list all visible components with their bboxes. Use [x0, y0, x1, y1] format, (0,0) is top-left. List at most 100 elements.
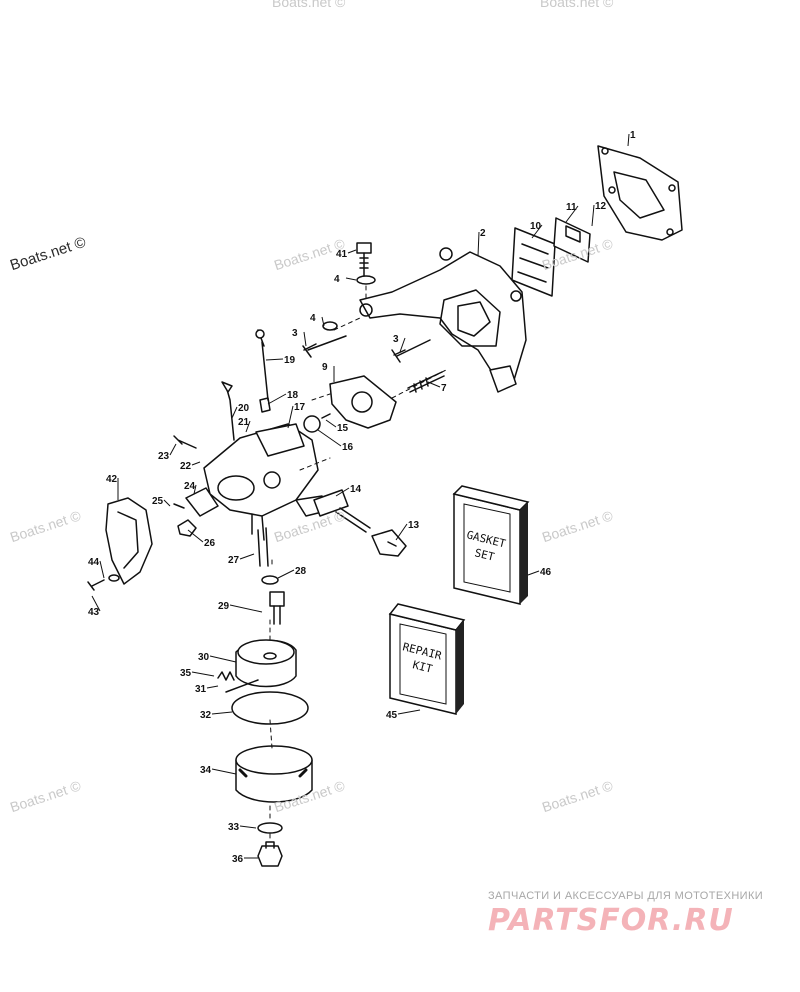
callout-25: 25	[152, 496, 164, 507]
part-42-bracket	[105, 497, 153, 585]
leader-line-22	[191, 461, 201, 466]
callout-4: 4	[334, 274, 340, 285]
leader-line-35	[191, 671, 215, 677]
leader-line-12	[591, 204, 595, 227]
callout-16: 16	[342, 442, 354, 453]
leader-line-21	[245, 420, 251, 433]
part-10-11-reed	[511, 217, 591, 297]
leader-line-45	[397, 709, 421, 715]
leader-line-29	[229, 604, 263, 613]
leader-line-16	[317, 429, 342, 447]
part-27-tube	[257, 527, 269, 567]
callout-27: 27	[228, 555, 240, 566]
leader-line-24	[193, 484, 197, 495]
leader-line-20	[231, 406, 238, 419]
callout-34: 34	[200, 765, 212, 776]
leader-line-43	[91, 595, 101, 612]
callout-10: 10	[530, 221, 542, 232]
callout-21: 21	[238, 417, 250, 428]
watermark-top-right: Boats.net ©	[540, 0, 614, 10]
part-31-pin	[225, 679, 259, 693]
part-28-washer	[261, 575, 279, 585]
part-14-needle	[313, 489, 371, 533]
leader-line-13	[395, 523, 408, 541]
leader-line-33	[239, 825, 257, 829]
callout-44: 44	[88, 557, 100, 568]
callout-28: 28	[295, 566, 307, 577]
part-13-knob	[371, 529, 407, 557]
callout-30: 30	[198, 652, 210, 663]
callout-33: 33	[228, 822, 240, 833]
leader-line-25	[163, 499, 171, 507]
callout-20: 20	[238, 403, 250, 414]
part-29-jet	[269, 591, 285, 625]
banner-logo: PARTSFOR.RU	[488, 903, 734, 938]
callout-26: 26	[204, 538, 216, 549]
part-24-plate	[185, 487, 219, 517]
leader-line-23	[169, 443, 177, 456]
part-42-bracket-detail	[117, 511, 139, 569]
callout-14: 14	[350, 484, 362, 495]
part-2-manifold	[359, 247, 527, 393]
leader-line-41	[347, 249, 357, 254]
part-3-screws	[302, 335, 431, 363]
callout-23: 23	[158, 451, 170, 462]
leader-line-14	[335, 487, 350, 497]
callout-19: 19	[284, 355, 296, 366]
callout-3: 3	[292, 328, 298, 339]
part-26-nut	[177, 519, 197, 537]
callout-43: 43	[88, 607, 100, 618]
part-44-washer	[108, 574, 120, 582]
leader-line-7	[427, 381, 441, 388]
callout-18: 18	[287, 390, 299, 401]
leader-line-19	[265, 358, 284, 361]
leader-line-4	[345, 277, 357, 281]
leader-line-3	[399, 337, 406, 353]
gasket-set-label-line2: SET	[473, 546, 496, 564]
callout-9: 9	[322, 362, 328, 373]
leader-line-1	[627, 133, 630, 147]
callout-11: 11	[566, 202, 577, 213]
leader-line-27	[239, 553, 255, 560]
callout-17: 17	[294, 402, 306, 413]
leader-line-31	[206, 685, 219, 689]
leader-line-26	[187, 529, 204, 543]
banner-tagline: ЗАПЧАСТИ И АКСЕССУАРЫ ДЛЯ МОТОТЕХНИКИ	[488, 890, 764, 902]
watermark-top: Boats.net ©	[272, 0, 346, 10]
callout-12: 12	[595, 201, 607, 212]
leader-line-2	[477, 231, 480, 257]
leader-line-4	[321, 316, 325, 327]
leader-line-34	[211, 768, 237, 775]
part-23-screw	[173, 435, 197, 449]
part-30-float	[235, 639, 297, 688]
leader-line-32	[211, 711, 233, 715]
callout-41: 41	[336, 249, 348, 260]
leader-line-11	[565, 205, 579, 223]
part-7-stud	[407, 371, 445, 393]
callout-36: 36	[232, 854, 244, 865]
callout-2: 2	[480, 228, 486, 239]
callout-15: 15	[337, 423, 349, 434]
part-35-spring	[217, 671, 235, 681]
callout-7: 7	[441, 383, 447, 394]
callout-35: 35	[180, 668, 192, 679]
part-1-gasket	[597, 145, 683, 241]
callout-46: 46	[540, 567, 552, 578]
leader-line-10	[531, 224, 543, 239]
leader-line-15	[325, 419, 337, 428]
leader-line-30	[209, 655, 237, 663]
callout-4: 4	[310, 313, 316, 324]
part-41-bolt	[322, 242, 376, 331]
leader-line-44	[99, 560, 105, 579]
part-19-20-linkage	[221, 329, 271, 441]
callout-45: 45	[386, 710, 398, 721]
leader-line-28	[277, 569, 295, 579]
part-32-gasket	[231, 691, 309, 725]
repair-kit-box: REPAIR KIT	[388, 603, 466, 715]
leader-line-17	[287, 405, 294, 429]
callout-1: 1	[630, 130, 636, 141]
part-36-plug	[257, 841, 283, 867]
leader-line-46	[527, 570, 540, 576]
store-banner: ЗАПЧАСТИ И АКСЕССУАРЫ ДЛЯ МОТОТЕХНИКИ PA…	[488, 890, 788, 938]
